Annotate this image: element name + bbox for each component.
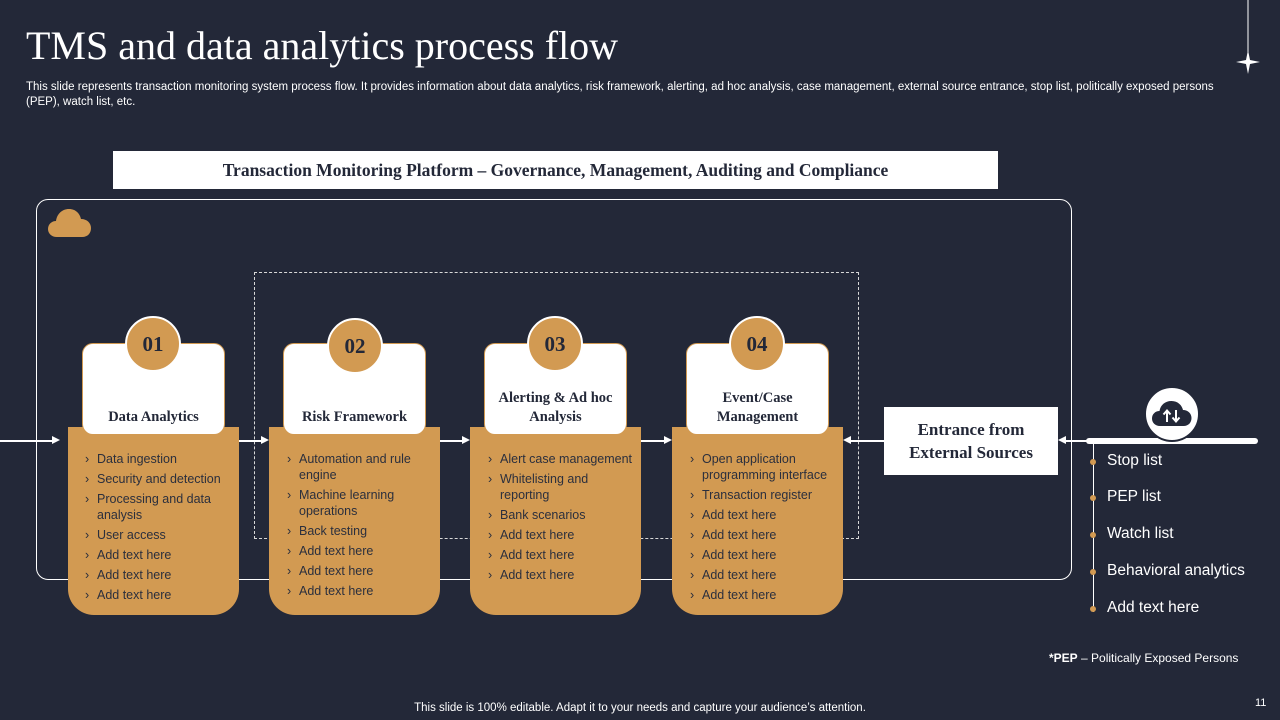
stage-1-number: 01 bbox=[125, 316, 181, 372]
list-item: User access bbox=[77, 527, 237, 543]
list-item: Bank scenarios bbox=[480, 507, 640, 523]
source-item-stop-list: Stop list bbox=[1107, 452, 1163, 469]
stage-2-label: Risk Framework bbox=[301, 409, 408, 425]
stage-arrow-line bbox=[641, 440, 664, 442]
stage-2-number: 02 bbox=[327, 318, 383, 374]
list-item: Add text here bbox=[279, 583, 439, 599]
source-item-watch-list: Watch list bbox=[1107, 525, 1174, 542]
stage-arrow-line bbox=[440, 440, 462, 442]
input-arrow-line bbox=[0, 440, 52, 442]
list-item: Add text here bbox=[682, 507, 842, 523]
stage-4-label: Event/Case Management bbox=[716, 390, 799, 425]
list-item: Back testing bbox=[279, 523, 439, 539]
stage-1-label: Data Analytics bbox=[108, 409, 199, 425]
list-item: Processing and data analysis bbox=[77, 491, 237, 523]
slide-title: TMS and data analytics process flow bbox=[26, 23, 619, 68]
stage-arrow-head bbox=[664, 436, 672, 444]
stage-arrow-head bbox=[261, 436, 269, 444]
sparkle-icon bbox=[1236, 0, 1260, 74]
stage-4-number: 04 bbox=[729, 316, 785, 372]
list-item: Add text here bbox=[480, 547, 640, 563]
list-bullet bbox=[1090, 569, 1096, 575]
footnote-abbr: *PEP bbox=[1049, 651, 1078, 665]
slide-footer: This slide is 100% editable. Adapt it to… bbox=[414, 702, 866, 714]
list-item: Transaction register bbox=[682, 487, 842, 503]
slide-subtitle: This slide represents transaction monito… bbox=[26, 81, 1214, 108]
stage-3-label: Alerting & Ad hoc Analysis bbox=[498, 390, 613, 425]
platform-banner: Transaction Monitoring Platform – Govern… bbox=[113, 151, 998, 189]
footnote-text: – Politically Exposed Persons bbox=[1077, 651, 1239, 665]
list-item: Add text here bbox=[682, 527, 842, 543]
list-item: Add text here bbox=[682, 587, 842, 603]
list-bullet bbox=[1090, 532, 1096, 538]
stage-2-list: Automation and rule engine Machine learn… bbox=[279, 451, 439, 603]
cloud-transfer-icon bbox=[1144, 386, 1200, 442]
source-item-pep-list: PEP list bbox=[1107, 488, 1161, 505]
stage-3-card: Alerting & Ad hoc Analysis bbox=[484, 343, 627, 435]
list-item: Security and detection bbox=[77, 471, 237, 487]
external-sources-box: Entrance from External Sources bbox=[884, 407, 1058, 475]
list-item: Data ingestion bbox=[77, 451, 237, 467]
list-bullet bbox=[1090, 606, 1096, 612]
list-item: Automation and rule engine bbox=[279, 451, 439, 483]
list-item: Add text here bbox=[682, 547, 842, 563]
list-item: Open application programming interface bbox=[682, 451, 842, 483]
sources-connector-line bbox=[1093, 444, 1094, 612]
input-arrow-head bbox=[52, 436, 60, 444]
pep-footnote: *PEP – Politically Exposed Persons bbox=[1049, 651, 1238, 665]
external-arrow-head bbox=[843, 436, 851, 444]
stage-1-list: Data ingestion Security and detection Pr… bbox=[77, 451, 237, 607]
list-item: Add text here bbox=[279, 543, 439, 559]
list-item: Machine learning operations bbox=[279, 487, 439, 519]
source-item-behavioral-analytics: Behavioral analytics bbox=[1107, 562, 1245, 579]
stage-3-number: 03 bbox=[527, 316, 583, 372]
list-item: Add text here bbox=[77, 587, 237, 603]
stage-4-list: Open application programming interface T… bbox=[682, 451, 842, 607]
external-arrow-line bbox=[851, 440, 884, 442]
stage-arrow-head bbox=[462, 436, 470, 444]
list-item: Add text here bbox=[77, 547, 237, 563]
stage-arrow-line bbox=[239, 440, 261, 442]
list-item: Whitelisting and reporting bbox=[480, 471, 640, 503]
stage-3-list: Alert case management Whitelisting and r… bbox=[480, 451, 640, 587]
list-bullet bbox=[1090, 459, 1096, 465]
list-item: Add text here bbox=[682, 567, 842, 583]
page-number: 11 bbox=[1255, 697, 1267, 709]
list-item: Add text here bbox=[480, 527, 640, 543]
sources-arrow-line bbox=[1066, 440, 1088, 442]
list-item: Add text here bbox=[279, 563, 439, 579]
list-item: Add text here bbox=[480, 567, 640, 583]
source-item-add-text: Add text here bbox=[1107, 599, 1200, 616]
list-item: Alert case management bbox=[480, 451, 640, 467]
cloud-icon bbox=[48, 209, 91, 237]
list-bullet bbox=[1090, 495, 1096, 501]
list-item: Add text here bbox=[77, 567, 237, 583]
sources-arrow-head bbox=[1058, 436, 1066, 444]
